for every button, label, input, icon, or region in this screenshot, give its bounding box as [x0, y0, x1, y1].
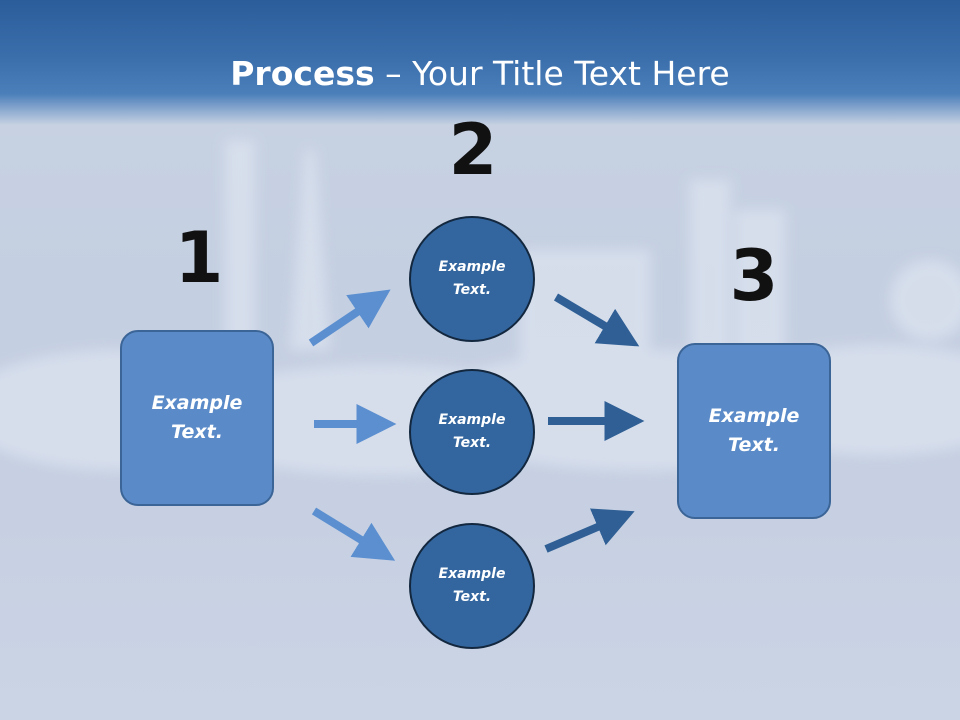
- step-3-text: Example Text.: [709, 402, 800, 460]
- step-1-text-line2: Text.: [171, 421, 223, 443]
- circle-middle-line2: Text.: [452, 435, 492, 451]
- step-1-box[interactable]: Example Text.: [120, 330, 274, 506]
- step-2-circle-top[interactable]: Example Text.: [409, 216, 535, 342]
- circle-bottom-line1: Example: [438, 566, 506, 582]
- circle-top-text: Example Text.: [439, 256, 506, 302]
- circle-middle-text: Example Text.: [439, 409, 506, 455]
- title-bar: [0, 0, 960, 125]
- arrow-box1-to-circle-top: [308, 289, 391, 347]
- arrow-circle-bottom-to-box3: [544, 508, 635, 553]
- step-3-text-line2: Text.: [728, 434, 780, 456]
- arrow-circle-top-to-box3: [553, 293, 640, 347]
- step-2-circle-middle[interactable]: Example Text.: [409, 369, 535, 495]
- step-3-text-line1: Example: [708, 405, 800, 427]
- circle-bottom-line2: Text.: [452, 589, 492, 605]
- arrow-box1-to-circle-bottom: [311, 507, 396, 561]
- step-2-circle-bottom[interactable]: Example Text.: [409, 523, 535, 649]
- circle-top-line2: Text.: [452, 282, 492, 298]
- circle-top-line1: Example: [438, 259, 506, 275]
- step-number-3: 3: [729, 235, 779, 317]
- slide-title: Process – Your Title Text Here: [0, 52, 960, 96]
- step-1-text: Example Text.: [152, 389, 243, 447]
- circle-middle-line1: Example: [438, 412, 506, 428]
- step-1-text-line1: Example: [151, 392, 243, 414]
- title-rest: – Your Title Text Here: [374, 54, 730, 93]
- step-3-box[interactable]: Example Text.: [677, 343, 831, 519]
- title-bold: Process: [230, 54, 375, 93]
- step-number-1: 1: [174, 217, 224, 299]
- step-number-2: 2: [448, 109, 498, 191]
- circle-bottom-text: Example Text.: [439, 563, 506, 609]
